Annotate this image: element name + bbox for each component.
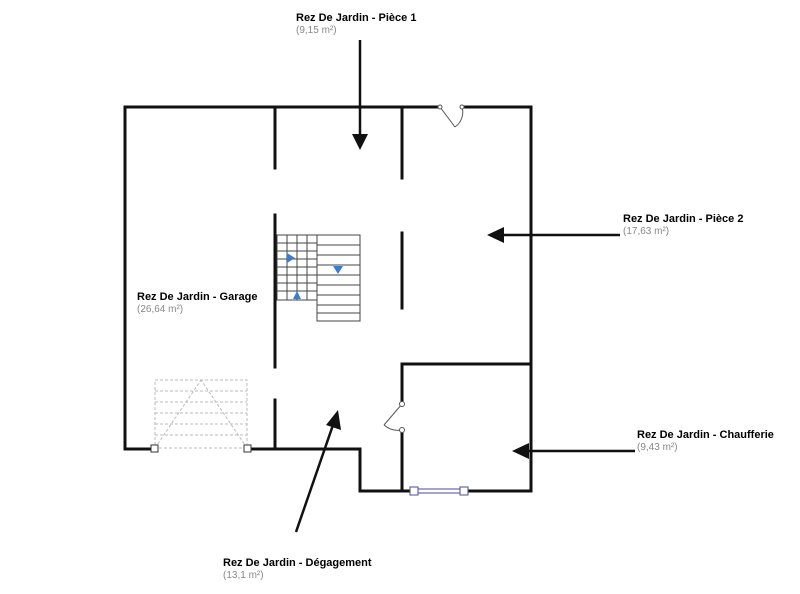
room-name-garage: Rez De Jardin - Garage	[137, 291, 258, 303]
arrows	[294, 40, 635, 533]
room-area-piece2: (17,63 m²)	[623, 226, 670, 238]
room-area-degagement: (13,1 m²)	[223, 570, 264, 582]
label-chaufferie: Rez De Jardin - Chaufferie (9,43 m²)	[637, 429, 774, 454]
label-garage: Rez De Jardin - Garage (26,64 m²)	[137, 291, 257, 316]
window-icon	[409, 486, 469, 496]
label-degagement: Rez De Jardin - Dégagement (13,1 m²)	[223, 557, 372, 582]
stair-marker-right-icon	[287, 253, 295, 263]
room-name-degagement: Rez De Jardin - Dégagement	[223, 557, 372, 569]
arrow-piece1-icon	[352, 134, 368, 150]
arrow-piece2-icon	[487, 227, 504, 243]
stair-markers	[287, 253, 343, 299]
arrow-degagement-icon	[326, 410, 341, 430]
label-piece1: Rez De Jardin - Pièce 1 (9,15 m²)	[296, 12, 416, 37]
staircase	[276, 234, 361, 322]
label-piece2: Rez De Jardin - Pièce 2 (17,63 m²)	[623, 213, 743, 238]
room-area-chaufferie: (9,43 m²)	[637, 442, 678, 454]
arrow-chaufferie-icon	[512, 443, 529, 459]
arrow-degagement-line	[294, 424, 335, 533]
door-top-icon	[437, 104, 465, 128]
room-area-piece1: (9,15 m²)	[296, 25, 337, 37]
stair-marker-up-icon	[293, 291, 301, 299]
walls	[123, 105, 533, 493]
stair-marker-down-icon	[333, 266, 343, 274]
garage-door-posts	[150, 444, 252, 453]
room-name-piece1: Rez De Jardin - Pièce 1	[296, 12, 417, 24]
room-name-chaufferie: Rez De Jardin - Chaufferie	[637, 429, 774, 441]
room-name-piece2: Rez De Jardin - Pièce 2	[623, 213, 744, 225]
room-area-garage: (26,64 m²)	[137, 304, 184, 316]
door-chaufferie-icon	[383, 401, 405, 433]
garage-door	[154, 379, 248, 449]
